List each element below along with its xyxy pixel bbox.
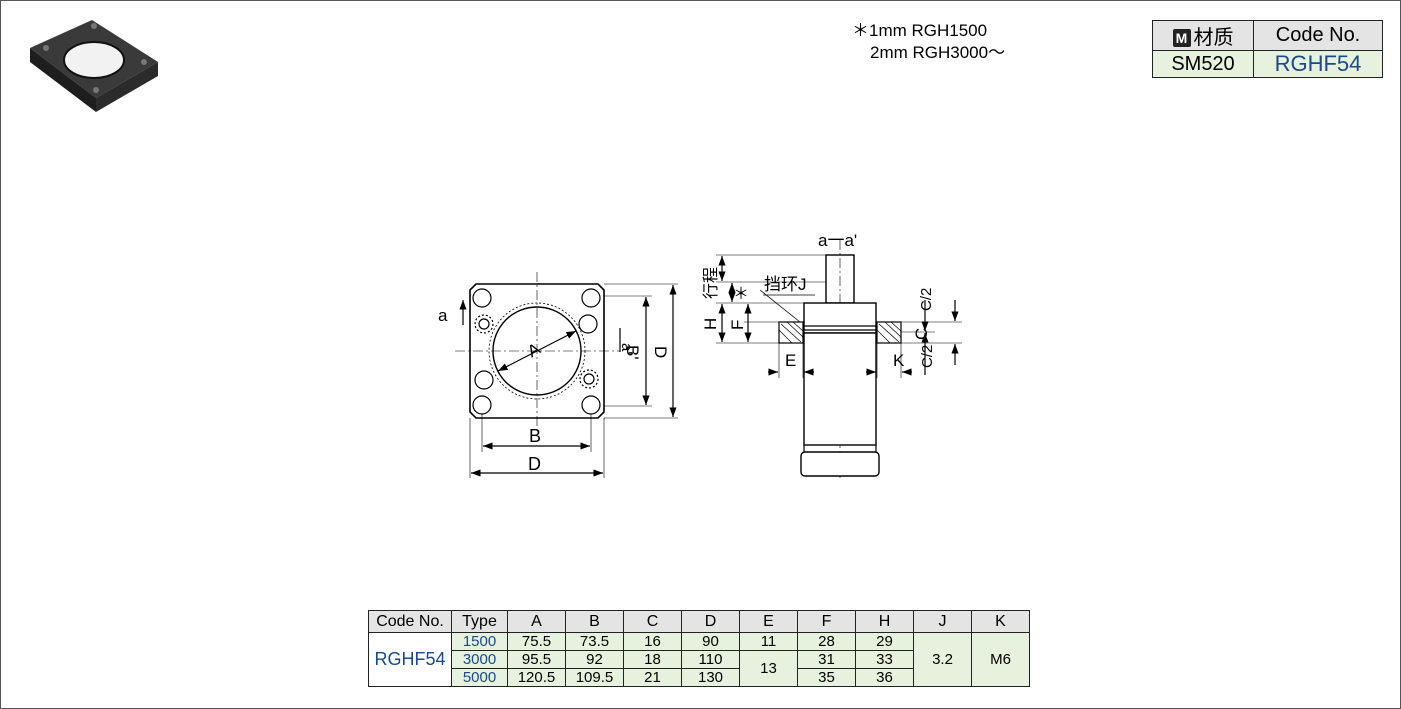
col-header: Code No. [368, 610, 452, 633]
label-ring: 挡环J [764, 275, 807, 294]
value-cell: 16 [623, 632, 682, 651]
label-C2-bottom: C/2 [919, 345, 936, 368]
label-A: A [524, 339, 544, 361]
value-cell: 21 [623, 668, 682, 687]
label-H: H [701, 318, 720, 330]
value-cell: 90 [681, 632, 740, 651]
value-cell: 28 [797, 632, 856, 651]
value-cell: 11 [739, 632, 798, 651]
label-a: a [438, 306, 448, 325]
value-cell: 120.5 [507, 668, 566, 687]
label-K: K [893, 351, 905, 370]
label-E: E [785, 351, 796, 370]
note-line-1: ＊1mm RGH1500 [852, 21, 988, 40]
label-star: ＊ [733, 286, 749, 303]
note-line-2: 2mm RGH3000～ [870, 43, 1006, 62]
value-cell: 110 [681, 650, 740, 669]
label-D-side: D [651, 346, 670, 358]
section-title: a一a' [818, 231, 857, 250]
col-header: E [739, 610, 798, 633]
label-stroke: 行程 [702, 267, 720, 299]
value-cell: 35 [797, 668, 856, 687]
label-C2-top: C/2 [918, 288, 935, 311]
technical-drawing: a a' A B' D B D [438, 231, 962, 478]
value-cell: 73.5 [565, 632, 624, 651]
value-cell: 29 [855, 632, 914, 651]
type-cell: 5000 [451, 668, 508, 687]
label-F: F [728, 320, 747, 330]
value-cell: 31 [797, 650, 856, 669]
material-badge-icon: M [1172, 29, 1191, 47]
col-header: C [623, 610, 682, 633]
col-header: Type [451, 610, 508, 633]
value-cell: 3.2 [913, 632, 972, 687]
dimension-header-row: Code No. Type A B C D E F H J K [368, 610, 1030, 633]
type-cell: 3000 [451, 650, 508, 669]
value-cell: M6 [971, 632, 1030, 687]
code-header: Code No. [1253, 20, 1383, 51]
code-value: RGHF54 [1253, 50, 1383, 78]
table-row: RGHF54 1500 75.5 73.5 16 90 11 28 29 3.2… [368, 632, 1030, 687]
type-cell: 1500 [451, 632, 508, 651]
section-view [716, 240, 962, 478]
label-a-prime: a' [618, 343, 635, 354]
table-row: 3000 95.5 92 18 110 13 31 33 [369, 650, 1030, 687]
value-cell: 36 [855, 668, 914, 687]
material-value: SM520 [1152, 50, 1254, 78]
label-B-bottom: B [529, 426, 541, 446]
col-header: H [855, 610, 914, 633]
value-cell: 92 [565, 650, 624, 669]
stroke-notes: ＊1mm RGH1500 2mm RGH3000～ [852, 20, 1005, 64]
value-cell: 95.5 [507, 650, 566, 669]
label-C: C [912, 328, 931, 340]
table-row: 5000 120.5 109.5 21 130 35 36 [369, 668, 1030, 687]
dimension-table: Code No. Type A B C D E F H J K RGHF54 1… [368, 610, 1030, 687]
col-header: K [971, 610, 1030, 633]
value-cell: 109.5 [565, 668, 624, 687]
col-header: J [913, 610, 972, 633]
col-header: F [797, 610, 856, 633]
value-cell: 18 [623, 650, 682, 669]
code-cell: RGHF54 [368, 632, 452, 687]
value-cell: 13 [739, 650, 798, 687]
label-B-prime: B' [623, 345, 642, 360]
col-header: D [681, 610, 740, 633]
value-cell: 33 [855, 650, 914, 669]
col-header: B [565, 610, 624, 633]
value-cell: 75.5 [507, 632, 566, 651]
col-header: A [507, 610, 566, 633]
product-photo [30, 20, 158, 112]
front-view [455, 272, 678, 478]
value-cell: 130 [681, 668, 740, 687]
label-D-bottom: D [528, 454, 541, 474]
